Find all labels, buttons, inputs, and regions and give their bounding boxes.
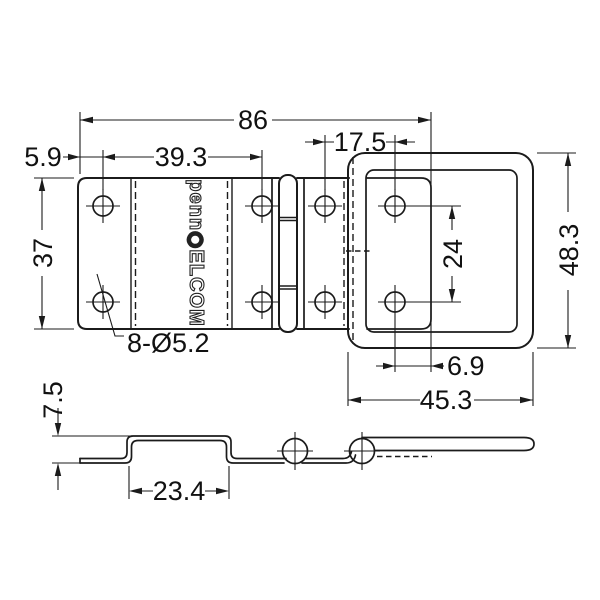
- dimension-lid-hole-pitch: 17.5: [305, 127, 415, 190]
- leaf-knuckle-edges: [271, 177, 305, 330]
- dimension-overall-length: 86: [79, 105, 432, 372]
- dim-label-lid-length: 48.3: [554, 224, 584, 277]
- hole: [86, 189, 120, 223]
- brand-logo-text: penn◉ELCOM: [185, 179, 207, 326]
- dim-label-hole-spacing: 39.3: [155, 142, 208, 172]
- left-leaf-outline: [77, 177, 280, 330]
- dim-label-lid-width: 45.3: [420, 385, 473, 415]
- left-leaf-bend-dashed: [134, 181, 229, 326]
- profile-bottom-surface: [79, 439, 285, 464]
- dimension-lid-width: 45.3: [347, 352, 534, 415]
- profile-mid-segment: [301, 450, 357, 464]
- hole: [308, 189, 342, 223]
- hinge-barrel: [278, 174, 298, 333]
- lid-strip-profile: [361, 436, 535, 452]
- hole-callout: 8-Ø5.2: [96, 273, 210, 358]
- dim-label-edge-offset: 5.9: [24, 142, 62, 172]
- screw-holes: [86, 189, 412, 319]
- top-view: penn◉ELCOM: [24, 105, 584, 415]
- dimension-plate-width: 37: [28, 177, 74, 330]
- right-leaf-end: [366, 177, 432, 330]
- lid-bend-dashed: [343, 157, 354, 344]
- profile-top-surface: [79, 435, 287, 460]
- hole: [86, 285, 120, 319]
- dimension-edge-offset-and-hole-spacing: 5.9 39.3: [24, 142, 263, 190]
- hole: [245, 189, 279, 223]
- pivot-barrel-1: [277, 432, 313, 470]
- dim-label-lid-hole-pitch: 17.5: [334, 127, 387, 157]
- hole: [308, 285, 342, 319]
- dim-label-overall-length: 86: [238, 105, 268, 135]
- dimension-hole-row-pitch: 24: [407, 205, 468, 303]
- dimension-step-height: 7.5: [38, 381, 141, 490]
- left-leaf-bend-solid: [130, 177, 233, 330]
- hole: [378, 285, 412, 319]
- hole: [378, 189, 412, 223]
- dim-label-channel-width: 23.4: [153, 476, 206, 506]
- dimension-lid-length: 48.3: [537, 152, 584, 349]
- knuckle-joints: [278, 216, 298, 290]
- hole: [245, 285, 279, 319]
- dimension-channel-width: 23.4: [128, 466, 230, 506]
- right-leaf-edges: [296, 177, 350, 330]
- dim-label-plate-width: 37: [28, 238, 58, 268]
- dim-label-lid-hole-edge: 6.9: [447, 351, 485, 381]
- dim-label-step-height: 7.5: [38, 381, 68, 419]
- dim-label-hole-callout: 8-Ø5.2: [127, 328, 210, 358]
- dim-label-hole-row-pitch: 24: [438, 239, 468, 269]
- side-view: 7.5 23.4: [38, 381, 535, 506]
- dimension-lid-hole-edge: 6.9: [376, 319, 485, 381]
